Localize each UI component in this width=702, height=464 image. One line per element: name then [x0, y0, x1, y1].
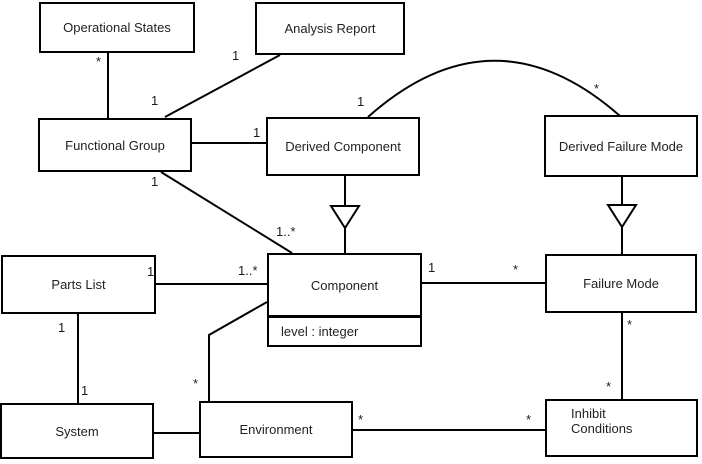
- class-name-compartment: Component: [269, 255, 420, 315]
- multiplicity-failure-mode-end-comp: *: [513, 262, 519, 277]
- class-operational-states[interactable]: Operational States: [39, 2, 195, 53]
- multiplicity-inhibit-conditions-end-fm: *: [606, 379, 612, 394]
- multiplicity-component-end-fg: 1..*: [276, 224, 296, 239]
- class-parts-list[interactable]: Parts List: [1, 255, 156, 314]
- class-component[interactable]: Component level : integer: [267, 253, 422, 347]
- multiplicity-component-end-pl: 1..*: [238, 263, 258, 278]
- multiplicity-parts-list-end-sys: 1: [58, 320, 66, 335]
- class-functional-group[interactable]: Functional Group: [38, 118, 192, 172]
- association-component-environment[interactable]: [208, 301, 268, 401]
- multiplicity-functional-group-end-comp: 1: [151, 174, 159, 189]
- class-failure-mode[interactable]: Failure Mode: [545, 254, 697, 313]
- association-derived-component-derived-failure-mode[interactable]: [367, 59, 621, 118]
- class-attribute-compartment: level : integer: [269, 315, 420, 345]
- multiplicity-derived-failure-mode-end-arc: *: [594, 81, 600, 96]
- class-name: Inhibit Conditions: [571, 406, 633, 436]
- class-name: Derived Component: [285, 139, 401, 154]
- multiplicity-environment-end-ic: *: [358, 412, 364, 427]
- class-name: Functional Group: [65, 137, 165, 153]
- multiplicity-derived-component-end-arc: 1: [357, 94, 365, 109]
- multiplicity-os-end: *: [96, 54, 102, 69]
- multiplicity-component-end-fm: 1: [428, 260, 436, 275]
- class-name: Operational States: [63, 20, 171, 35]
- class-attribute: level : integer: [281, 324, 359, 339]
- multiplicity-functional-group-end-ar: 1: [151, 93, 159, 108]
- class-environment[interactable]: Environment: [199, 401, 353, 458]
- multiplicity-parts-list-end-comp: 1: [147, 264, 155, 279]
- association-analysis-report-functional-group[interactable]: [164, 54, 281, 118]
- class-inhibit-conditions[interactable]: Inhibit Conditions: [545, 399, 698, 457]
- class-name: Analysis Report: [284, 21, 376, 36]
- class-name: Derived Failure Mode: [558, 138, 684, 154]
- association-functional-group-component[interactable]: [160, 171, 293, 254]
- multiplicity-failure-mode-end-ic: *: [627, 317, 633, 332]
- class-name: Component: [310, 277, 379, 293]
- generalization-derived-failure-mode-failure-mode[interactable]: [606, 177, 638, 254]
- class-derived-failure-mode[interactable]: Derived Failure Mode: [544, 115, 698, 177]
- class-system[interactable]: System: [0, 403, 154, 459]
- class-name: System: [55, 423, 99, 439]
- class-name: Environment: [239, 422, 313, 437]
- multiplicity-system-end-pl: 1: [81, 383, 89, 398]
- multiplicity-environment-end-comp: *: [193, 376, 199, 391]
- class-analysis-report[interactable]: Analysis Report: [255, 2, 405, 55]
- multiplicity-derived-component-end-fg: 1: [253, 125, 261, 140]
- multiplicity-inhibit-conditions-end-env: *: [526, 412, 532, 427]
- multiplicity-analysis-report-end: 1: [232, 48, 240, 63]
- class-derived-component[interactable]: Derived Component: [266, 117, 420, 176]
- class-name: Failure Mode: [583, 276, 659, 291]
- class-name: Parts List: [51, 277, 106, 292]
- generalization-derived-component-component[interactable]: [329, 176, 361, 253]
